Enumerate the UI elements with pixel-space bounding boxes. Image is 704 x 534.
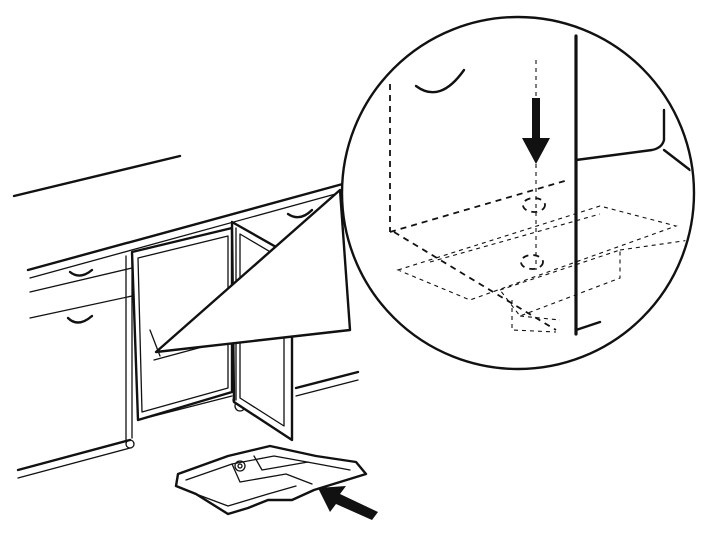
arrow-down-icon — [522, 98, 550, 164]
plate-outline — [396, 205, 678, 301]
countertop-front-edge — [26, 180, 352, 272]
left-cabinet — [16, 267, 133, 479]
hidden-edge — [389, 179, 569, 233]
frame-bottom — [137, 395, 233, 421]
panel-corner — [662, 148, 692, 172]
plate-screw-icon — [237, 463, 243, 469]
appliance-frame — [125, 226, 246, 449]
plinth-line — [17, 447, 131, 479]
plate-channel — [231, 463, 313, 485]
plate-edge — [185, 455, 351, 481]
plate-channel — [253, 455, 309, 471]
plate-outline — [619, 239, 691, 251]
drawer-divider-line — [29, 267, 133, 293]
foot-icon — [125, 439, 135, 449]
plinth-line — [294, 370, 360, 390]
frame-outline — [130, 226, 234, 422]
plinth-line — [16, 438, 132, 472]
hidden-edge — [393, 231, 557, 331]
countertop — [12, 154, 352, 279]
panel-bottom — [574, 320, 602, 332]
countertop-front-lower-edge — [29, 189, 351, 279]
arrow-insert-icon — [318, 486, 378, 520]
frame-inner-outline — [137, 235, 229, 413]
plate-outline — [499, 249, 621, 317]
handle-curve-icon — [414, 68, 466, 94]
drawer-handle-icon — [286, 208, 314, 219]
plate-screw-icon — [234, 460, 246, 472]
plate-bottom-edge — [195, 485, 297, 507]
right-cabinet — [286, 208, 360, 397]
arrow-shaft — [532, 98, 540, 142]
magnifier-outline — [340, 15, 696, 371]
panel-corner — [574, 108, 666, 162]
plate-outline — [519, 315, 561, 321]
drawer-handle-icon — [66, 314, 94, 324]
arrow-shape — [318, 486, 378, 520]
countertop-back-edge — [12, 154, 182, 198]
plinth-line — [295, 379, 359, 397]
plate-outline — [511, 300, 557, 333]
kick-plate-part — [174, 444, 368, 516]
drawer-handle-icon — [68, 268, 94, 277]
plate-outline — [174, 444, 368, 516]
callout-cone — [154, 188, 352, 354]
plate-outline — [429, 213, 601, 263]
screw-hole — [522, 197, 546, 213]
screw-hole — [520, 254, 544, 270]
magnifier-circle — [340, 15, 696, 371]
drawer-divider-line — [29, 295, 133, 319]
arrow-head — [522, 138, 550, 164]
magnifier-pointer — [154, 188, 352, 354]
